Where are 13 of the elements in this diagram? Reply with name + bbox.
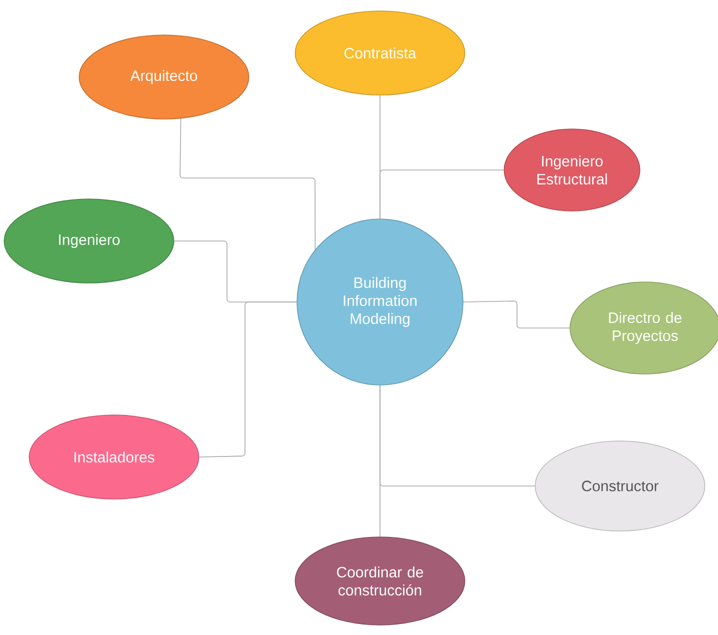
ellipse-node: Constructor — [534, 440, 706, 532]
connector-line — [180, 118, 316, 250]
ellipse-node: Directro de Proyectos — [570, 282, 718, 374]
ellipse-node: Coordinar de construcción — [294, 536, 466, 626]
connector-line — [380, 385, 536, 486]
ellipse-node: Contratista — [294, 10, 466, 96]
ellipse-node: Ingeniero — [4, 198, 174, 284]
ellipse-node: Arquitecto — [78, 34, 250, 120]
ellipse-node: Instaladores — [28, 414, 200, 500]
connector-line — [174, 240, 297, 302]
ellipse-node: Ingeniero Estructural — [504, 128, 640, 212]
connector-line — [463, 300, 570, 328]
circle-node: Building Information Modeling — [296, 218, 464, 386]
